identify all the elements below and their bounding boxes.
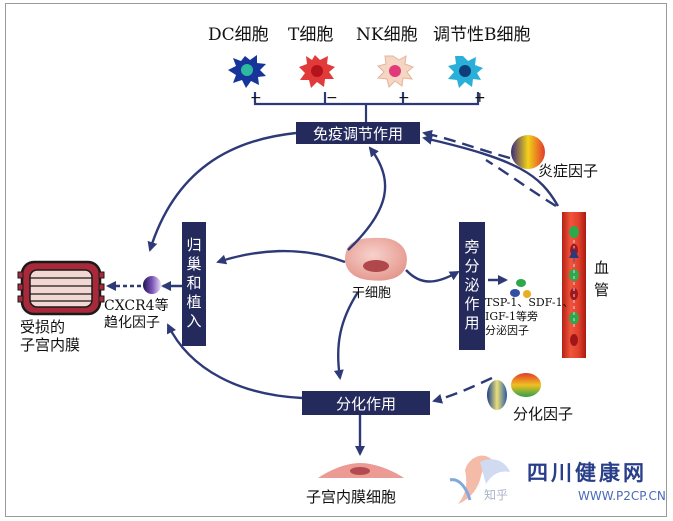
regulatory-b-cell-label: 调节性B细胞 bbox=[433, 25, 531, 45]
cxcr4-icon bbox=[143, 276, 161, 294]
paracrine-factor-icons bbox=[510, 279, 531, 298]
blood-vessel-label: 血 管 bbox=[594, 259, 610, 299]
watermark-brand: 四川健康网 bbox=[527, 461, 647, 485]
nk-cell-label: NK细胞 bbox=[356, 25, 418, 45]
t-cell-label: T细胞 bbox=[288, 25, 334, 45]
stem-cell-icon bbox=[344, 237, 407, 281]
differentiation-box: 分化作用 bbox=[302, 391, 430, 415]
damaged-endometrium-icon bbox=[17, 260, 105, 316]
b-sign: + bbox=[474, 90, 486, 106]
inflammatory-factor-icon bbox=[511, 135, 545, 169]
endometrial-cell-label: 子宫内膜细胞 bbox=[306, 488, 397, 506]
inflammatory-factor-label: 炎症因子 bbox=[538, 162, 599, 180]
cxcr4-label: CXCR4等 趋化因子 bbox=[104, 298, 169, 331]
figure-frame bbox=[5, 3, 667, 517]
endometrial-cell-icon bbox=[318, 463, 404, 478]
b-cell-icon bbox=[448, 56, 483, 88]
diff-factor-icon-2 bbox=[511, 373, 541, 397]
differentiation-factor-label: 分化因子 bbox=[513, 405, 574, 423]
dc-sign: − bbox=[250, 90, 262, 106]
diff-factor-icon-1 bbox=[487, 380, 507, 410]
watermark-logo bbox=[449, 455, 510, 504]
paracrine-box: 旁分泌作用 bbox=[459, 222, 485, 350]
damaged-endometrium-label: 受损的 子宫内膜 bbox=[20, 318, 81, 354]
dc-cell-label: DC细胞 bbox=[208, 25, 269, 45]
nk-sign: − bbox=[398, 90, 410, 106]
immune-regulation-box: 免疫调节作用 bbox=[296, 122, 420, 144]
watermark-zhihu: 知乎 bbox=[484, 488, 509, 502]
watermark-site: WWW.P2CP.CN bbox=[578, 489, 666, 503]
paracrine-factors-label: TSP-1、SDF-1、 IGF-1等旁 分泌因子 bbox=[485, 296, 574, 337]
t-cell-icon bbox=[299, 55, 335, 88]
homing-engraftment-box: 归巢和植入 bbox=[182, 222, 206, 346]
t-sign: − bbox=[326, 90, 338, 106]
nk-cell-icon bbox=[376, 55, 414, 88]
stem-cell-label: 干细胞 bbox=[352, 286, 392, 301]
dc-cell-icon bbox=[228, 55, 266, 88]
blood-vessel-icon bbox=[562, 212, 586, 358]
